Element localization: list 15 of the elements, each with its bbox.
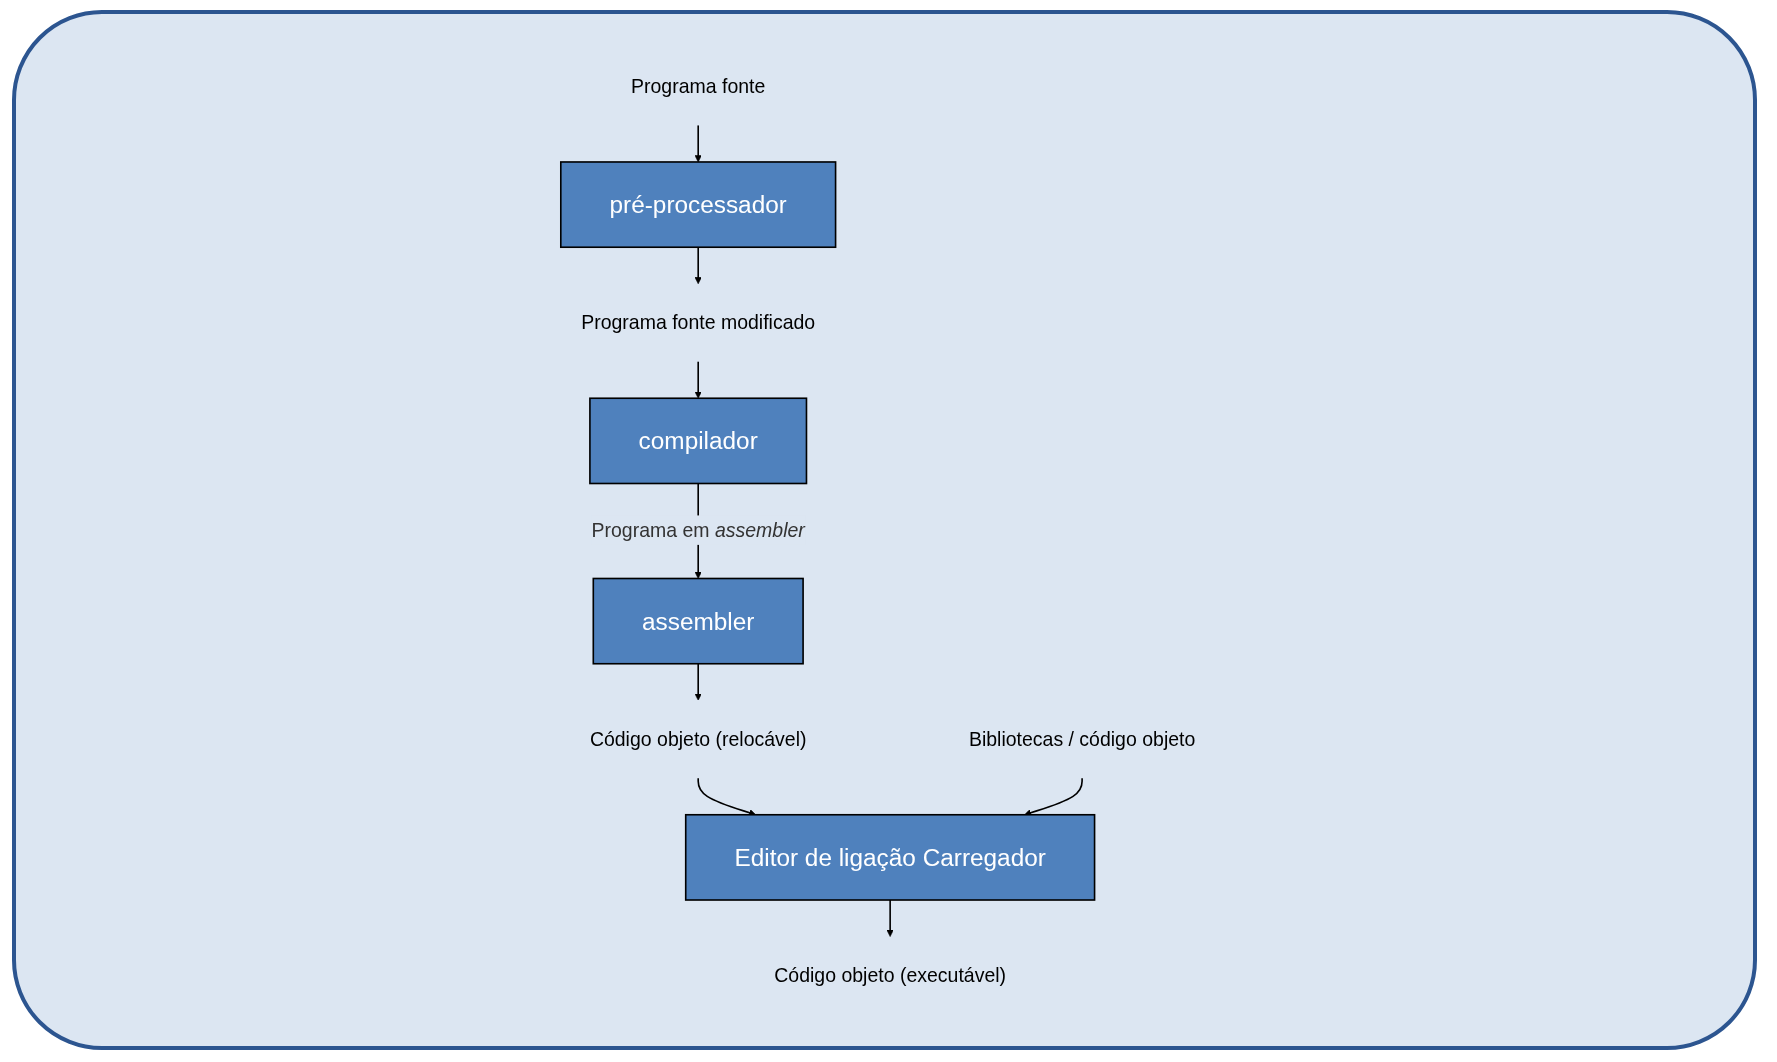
arrow — [694, 246, 702, 285]
node-text: Programa fonte modificado — [580, 311, 815, 334]
edge-label: Programa em assembler — [591, 518, 805, 541]
arrow — [694, 360, 702, 399]
arrow — [886, 899, 894, 937]
node-box: Editor de ligação Carregador — [684, 813, 1096, 901]
node-box: pré-processador — [559, 161, 837, 249]
node-text: Código objeto (relocável) — [589, 727, 807, 750]
arrow — [694, 124, 702, 163]
node-text: Bibliotecas / código objeto — [968, 727, 1196, 750]
node-box: compilador — [588, 397, 807, 485]
arrow — [694, 662, 702, 701]
node-box: assembler — [592, 577, 804, 665]
node-text: Programa fonte — [630, 75, 766, 98]
node-text: Código objeto (executável) — [773, 964, 1006, 987]
